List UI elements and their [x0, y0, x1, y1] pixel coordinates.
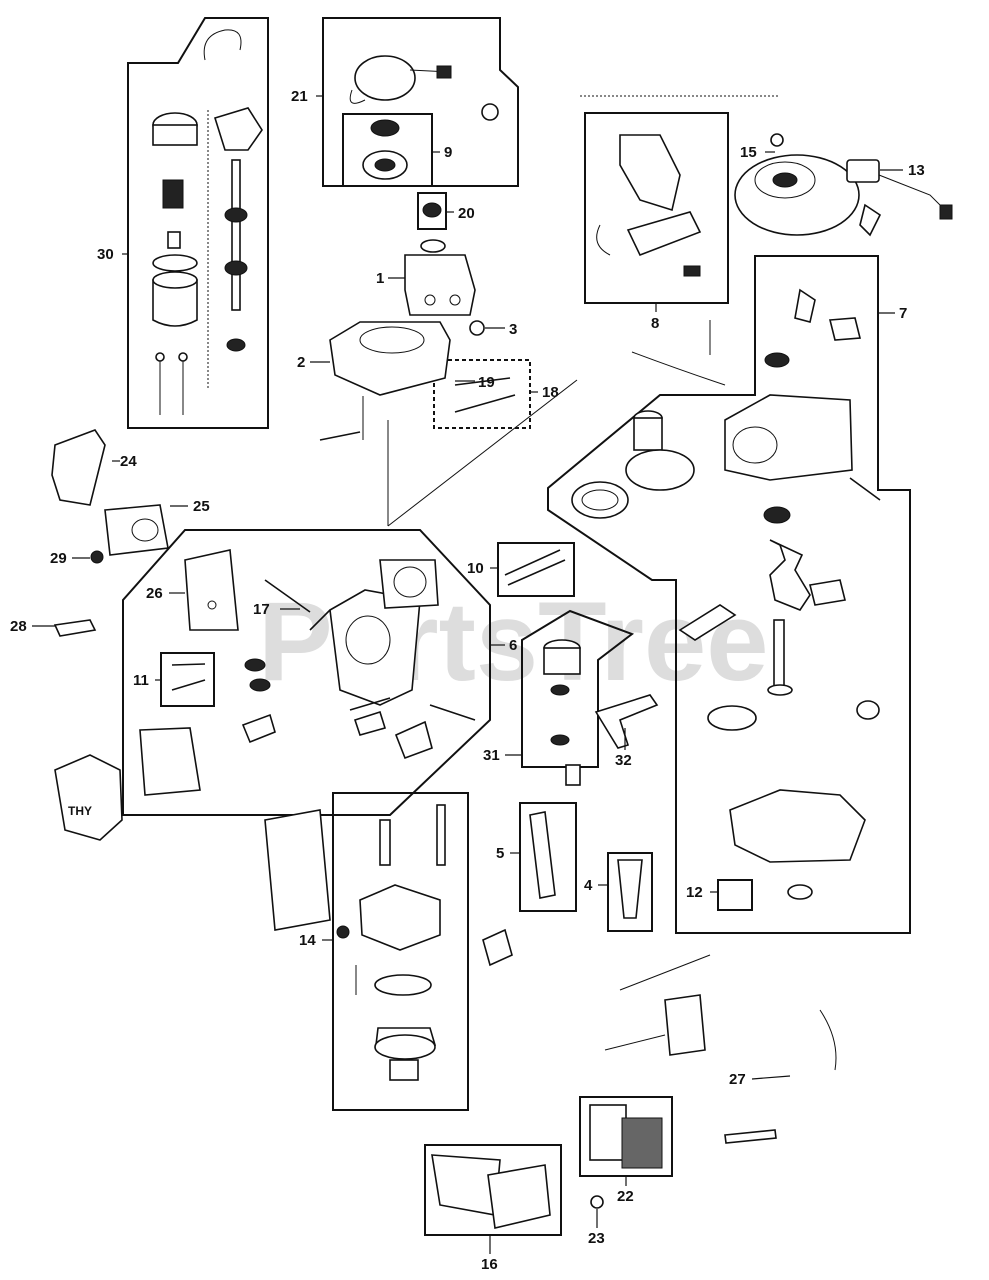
group-18-outline [433, 359, 531, 429]
callout-28: 28 [10, 618, 27, 635]
callout-24: 24 [120, 453, 137, 470]
group-5-outline [519, 802, 577, 912]
part-29-spring [90, 550, 104, 564]
group-30-outline [127, 17, 269, 429]
part-23-knob [590, 1195, 604, 1209]
callout-2: 2 [297, 354, 305, 371]
group-31-outline [521, 609, 635, 768]
callout-20: 20 [458, 205, 475, 222]
cylinder-head [139, 549, 476, 796]
group-16-outline [424, 1144, 562, 1236]
callout-17: 17 [253, 601, 270, 618]
rod-18 [454, 394, 516, 413]
callout-29: 29 [50, 550, 67, 567]
part-4-tube [617, 859, 643, 919]
throttle-controls [604, 954, 837, 1144]
callout-26: 26 [146, 585, 163, 602]
group-11-outline [160, 652, 215, 707]
group-10-outline [497, 542, 575, 597]
group-4-outline [607, 852, 653, 932]
callout-14: 14 [299, 932, 316, 949]
group-20-outline [417, 192, 447, 230]
carb-heat-shield [264, 809, 331, 931]
callout-3: 3 [509, 321, 517, 338]
callout-23: 23 [588, 1230, 605, 1247]
callout-8: 8 [651, 315, 659, 332]
part-3-washer [469, 320, 485, 336]
callout-32: 32 [615, 752, 632, 769]
guide-line [387, 379, 578, 527]
callout-30: 30 [97, 246, 114, 263]
callout-31: 31 [483, 747, 500, 764]
spark-plug [53, 619, 97, 637]
fuel-tank [404, 239, 476, 316]
part-5-tube [529, 811, 556, 899]
group-21-outline [322, 17, 519, 187]
air-cleaner-bracket [51, 429, 169, 556]
part-20-nut [422, 202, 442, 218]
callout-7: 7 [899, 305, 907, 322]
pushrod-1 [507, 559, 566, 586]
callout-16: 16 [481, 1256, 498, 1273]
flywheel [734, 133, 860, 236]
callout-25: 25 [193, 498, 210, 515]
blower-housing [329, 321, 451, 440]
starter-motor-assembly [152, 29, 263, 415]
callout-11: 11 [133, 672, 149, 689]
callout-12: 12 [686, 884, 703, 901]
air-cleaner-cover [431, 1154, 551, 1229]
dipstick-part [319, 431, 361, 441]
callout-6: 6 [509, 637, 517, 654]
breather-assembly [543, 639, 659, 786]
group-7-outline [547, 255, 911, 934]
callout-27: 27 [729, 1071, 746, 1088]
valve-cover-stamp: THY [68, 804, 92, 818]
callout-1: 1 [376, 270, 384, 287]
pushrod-2 [504, 549, 561, 576]
valve-1 [171, 663, 206, 666]
rod-19 [454, 377, 511, 386]
governor-bracket [596, 134, 711, 355]
callout-15: 15 [740, 144, 757, 161]
callout-5: 5 [496, 845, 504, 862]
valve-cover: THY [54, 754, 123, 841]
gasket-part [482, 928, 513, 967]
callout-13: 13 [908, 162, 925, 179]
callout-18: 18 [542, 384, 559, 401]
recoil-starter [349, 55, 499, 180]
crankcase-assembly [571, 288, 881, 900]
link-wire [631, 351, 726, 386]
group-9-outline [342, 113, 433, 187]
valve-2 [171, 679, 206, 691]
callout-19: 19 [478, 374, 495, 391]
group-6-outline [122, 529, 491, 816]
callout-10: 10 [467, 560, 484, 577]
group-14-outline [332, 792, 469, 1111]
callout-4: 4 [584, 877, 593, 894]
ignition-coil [846, 159, 953, 237]
callout-22: 22 [617, 1188, 634, 1205]
carburetor [336, 804, 446, 1081]
callout-9: 9 [444, 144, 452, 161]
group-12-outline [717, 879, 753, 911]
callout-21: 21 [291, 88, 308, 105]
air-filter-element [589, 1104, 663, 1169]
